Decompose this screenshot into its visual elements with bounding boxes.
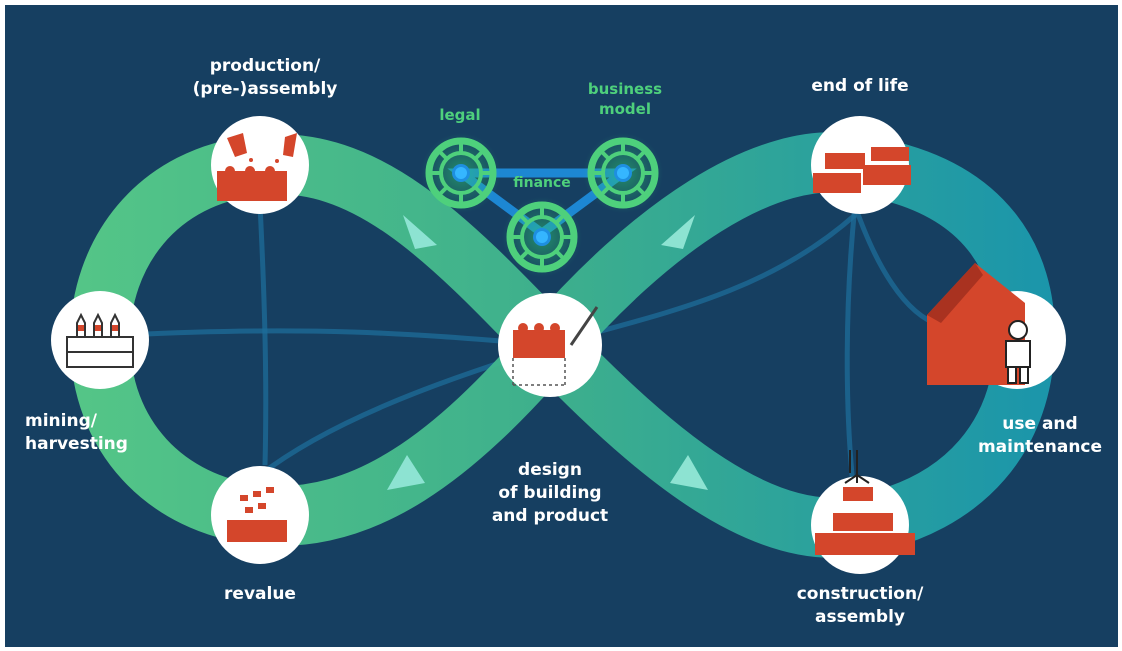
stage-end-of-life — [811, 116, 911, 214]
brick-pouring-icon — [217, 133, 297, 201]
diagram-canvas: production/ (pre-)assembly mining/ harve… — [5, 5, 1118, 647]
house-figure-icon — [927, 263, 1031, 385]
label-legal: legal — [439, 106, 481, 124]
stage-design — [498, 293, 602, 397]
label-finance: finance — [513, 175, 571, 191]
label-production: production/ (pre-)assembly — [192, 56, 338, 99]
label-design: design of building and product — [491, 460, 609, 526]
finance-gear-icon — [502, 197, 582, 277]
label-use: use and maintenance — [977, 414, 1103, 457]
label-revalue: revalue — [224, 584, 296, 604]
business-model-gear-icon — [583, 133, 663, 213]
stage-mining — [51, 291, 149, 389]
legal-gear-icon — [421, 133, 501, 213]
stage-production — [211, 116, 309, 214]
brick-stack-icon — [227, 487, 287, 542]
arrow-3 — [387, 455, 425, 490]
brick-drawing-icon — [512, 306, 599, 386]
circular-economy-infinity-diagram — [51, 116, 1066, 574]
bottles-crate-icon — [66, 312, 134, 368]
flow-arrows — [387, 215, 708, 490]
label-end-of-life: end of life — [811, 76, 909, 96]
arrow-4 — [670, 455, 708, 490]
enabler-triangle — [421, 133, 663, 277]
stage-construction — [811, 450, 915, 574]
label-mining: mining/ harvesting — [25, 411, 128, 454]
label-construction: construction/ assembly — [796, 584, 924, 627]
label-business-model: business model — [587, 80, 663, 118]
arrow-2 — [661, 215, 695, 249]
arrow-1 — [403, 215, 437, 249]
stage-use — [927, 263, 1066, 389]
loose-bricks-icon — [813, 147, 911, 193]
stage-revalue — [211, 466, 309, 564]
crane-bricks-icon — [815, 450, 915, 555]
